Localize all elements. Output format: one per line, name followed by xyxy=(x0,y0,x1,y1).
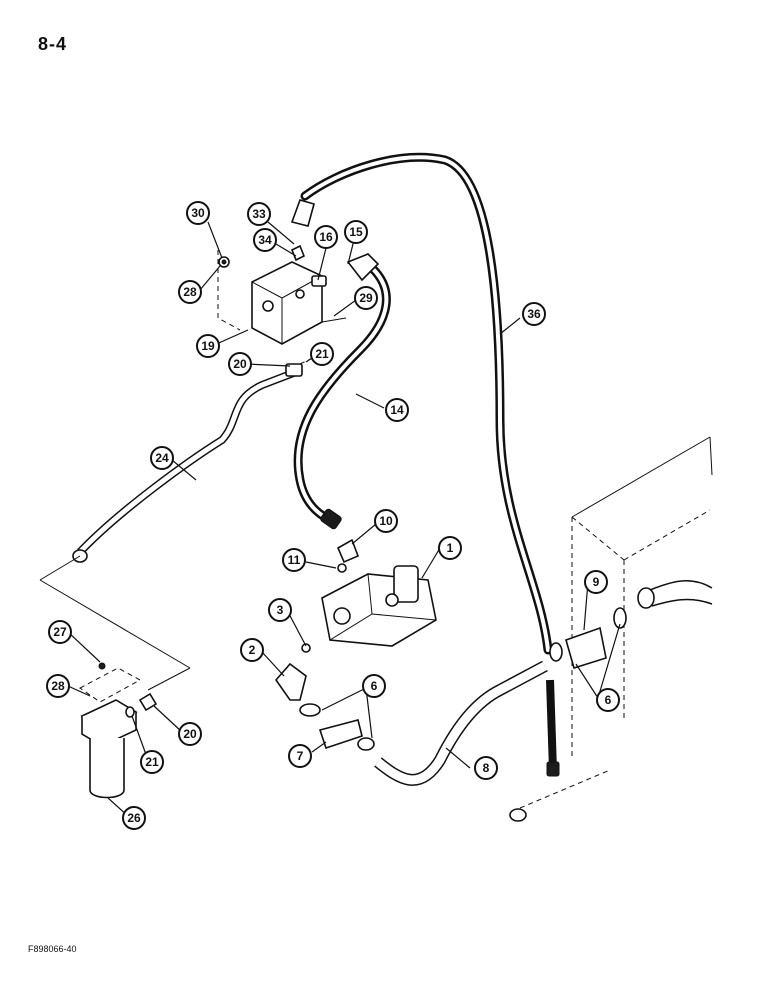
callout-33: 33 xyxy=(247,202,271,226)
svg-text:7: 7 xyxy=(297,749,304,763)
svg-text:6: 6 xyxy=(605,693,612,707)
callout-28: 28 xyxy=(178,280,202,304)
callout-26: 26 xyxy=(122,806,146,830)
callout-9: 9 xyxy=(584,570,608,594)
callout-16: 16 xyxy=(314,225,338,249)
callout-28b: 28 xyxy=(46,674,70,698)
callout-14: 14 xyxy=(385,398,409,422)
hydraulic-pump xyxy=(321,538,437,647)
callout-11: 11 xyxy=(282,548,306,572)
callout-3: 3 xyxy=(268,598,292,622)
svg-text:30: 30 xyxy=(191,206,205,220)
svg-text:3: 3 xyxy=(277,603,284,617)
page-number: 8-4 xyxy=(38,34,68,54)
svg-text:20: 20 xyxy=(183,727,197,741)
suction-line xyxy=(274,580,713,786)
svg-text:34: 34 xyxy=(258,233,272,247)
callout-21: 21 xyxy=(310,342,334,366)
callout-36: 36 xyxy=(522,302,546,326)
callout-1: 1 xyxy=(438,536,462,560)
svg-text:27: 27 xyxy=(53,625,67,639)
svg-text:14: 14 xyxy=(390,403,404,417)
svg-text:9: 9 xyxy=(593,575,600,589)
svg-text:10: 10 xyxy=(379,514,393,528)
svg-text:8: 8 xyxy=(483,761,490,775)
svg-text:21: 21 xyxy=(145,755,159,769)
oil-filter xyxy=(79,662,158,799)
svg-text:15: 15 xyxy=(349,225,363,239)
svg-text:36: 36 xyxy=(527,307,541,321)
svg-text:11: 11 xyxy=(288,553,301,567)
svg-text:6: 6 xyxy=(371,679,378,693)
svg-text:2: 2 xyxy=(249,643,256,657)
callout-34: 34 xyxy=(253,228,277,252)
svg-text:1: 1 xyxy=(447,541,454,555)
callout-7: 7 xyxy=(288,744,312,768)
svg-text:29: 29 xyxy=(359,291,373,305)
svg-text:28: 28 xyxy=(183,285,197,299)
callout-20b: 20 xyxy=(178,722,202,746)
svg-text:28: 28 xyxy=(51,679,65,693)
figure-code: F898066-40 xyxy=(28,944,77,954)
callout-29: 29 xyxy=(354,286,378,310)
callout-20: 20 xyxy=(228,352,252,376)
hose-14 xyxy=(293,264,391,530)
callout-2: 2 xyxy=(240,638,264,662)
svg-text:26: 26 xyxy=(127,811,141,825)
callout-6a: 6 xyxy=(362,674,386,698)
svg-text:33: 33 xyxy=(252,207,266,221)
callout-21b: 21 xyxy=(140,750,164,774)
callout-24: 24 xyxy=(150,446,174,470)
svg-text:20: 20 xyxy=(233,357,247,371)
svg-text:24: 24 xyxy=(155,451,169,465)
callout-30: 30 xyxy=(186,201,210,225)
hose-36 xyxy=(290,152,611,822)
svg-text:16: 16 xyxy=(319,230,333,244)
callout-6b: 6 xyxy=(596,688,620,712)
callout-10: 10 xyxy=(374,509,398,533)
svg-text:21: 21 xyxy=(315,347,329,361)
callout-8: 8 xyxy=(474,756,498,780)
callout-27: 27 xyxy=(48,620,72,644)
svg-text:19: 19 xyxy=(201,339,215,353)
callout-19: 19 xyxy=(196,334,220,358)
callout-15: 15 xyxy=(344,220,368,244)
tube-24 xyxy=(39,349,331,691)
control-valve xyxy=(217,244,380,345)
